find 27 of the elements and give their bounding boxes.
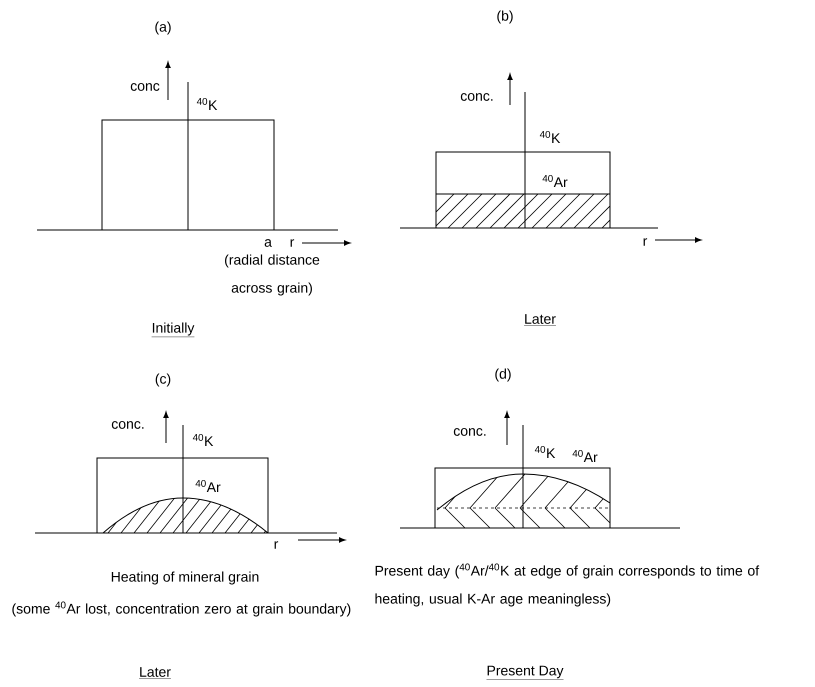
isotope-label: $^{40}$K: [192, 434, 214, 446]
isotope-label: $^{40}$K: [196, 98, 218, 110]
description-text: (some $^{40}$Ar lost, concentration zero at grain boundary): [12, 602, 350, 616]
axis-label: r: [274, 541, 278, 549]
panel-label: (a): [155, 21, 171, 35]
isotope-label: $^{40}$Ar: [572, 450, 598, 462]
description-text: Heating of mineral grain: [112, 571, 258, 585]
panel-caption: Present Day: [486, 666, 564, 680]
axis-label: conc.: [112, 421, 144, 429]
isotope-label: $^{40}$Ar: [196, 480, 220, 492]
panel-label: (b): [497, 10, 513, 24]
isotope-label: $^{40}$K: [534, 446, 556, 458]
panel-caption: Later: [524, 314, 556, 326]
axis-label: a: [264, 239, 272, 247]
axis-label: conc.: [460, 93, 492, 101]
isotope-label: $^{40}$Ar: [542, 174, 568, 188]
axis-label: conc: [130, 83, 160, 91]
description-text: Present day ($^{40}$Ar/$^{40}$K at edge of grain corresponds to time of heating, usual K-Ar age meaningless): [375, 564, 760, 606]
axis-label: r: [290, 239, 294, 247]
axis-caption: (radial distance across grain): [225, 254, 320, 296]
panel-caption: Initially: [151, 322, 195, 338]
axis-label: conc.: [454, 428, 486, 436]
panel-label: (d): [495, 368, 511, 382]
axis-label: r: [644, 238, 648, 246]
panel-caption: Later: [138, 667, 172, 678]
isotope-label: $^{40}$K: [540, 130, 560, 144]
panel-label: (c): [156, 373, 170, 387]
